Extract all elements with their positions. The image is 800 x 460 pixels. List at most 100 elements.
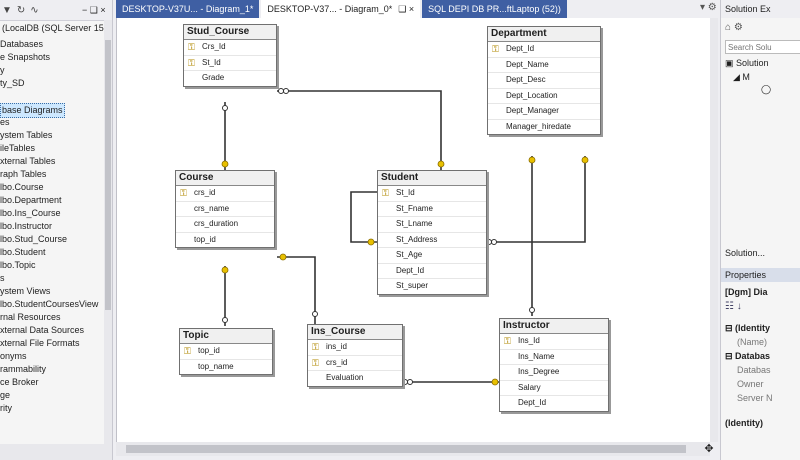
refresh-icon[interactable]: ↻ [16, 4, 26, 16]
collapse-icon[interactable]: ⊟ [725, 323, 736, 333]
column-row[interactable]: ⚿ins_id [308, 340, 402, 356]
column-row[interactable]: crs_duration [176, 217, 274, 233]
tree-item[interactable]: ge [0, 389, 104, 402]
column-row[interactable]: Dept_Manager [488, 104, 600, 120]
column-row[interactable]: crs_name [176, 202, 274, 217]
tab-menu-controls[interactable]: ▾ ⚙ [700, 2, 717, 13]
column-row[interactable]: top_name [180, 360, 272, 375]
column-row[interactable]: St_Lname [378, 217, 486, 233]
table-title[interactable]: Student [378, 171, 486, 186]
panel-window-controls[interactable]: − ❑ × [82, 0, 112, 20]
column-row[interactable]: St_Fname [378, 202, 486, 217]
panel-controls-label[interactable]: − ❑ × [82, 4, 106, 15]
canvas-vertical-scrollbar[interactable] [710, 18, 718, 442]
column-row[interactable]: Salary [500, 381, 608, 396]
tree-item[interactable]: rammability [0, 363, 104, 376]
property-group-database[interactable]: ⊟ Databas [725, 351, 770, 362]
tree-item[interactable]: xternal Tables [0, 155, 104, 168]
tab-sql-query[interactable]: SQL DEPI DB PR...ftLaptop (52)) [422, 0, 567, 18]
filter-icon[interactable]: ▼ [2, 4, 12, 16]
pan-navigator-icon[interactable]: ✥ [704, 443, 714, 455]
activity-icon[interactable]: ∿ [30, 4, 39, 16]
horizontal-scrollbar[interactable] [0, 444, 112, 460]
column-row[interactable]: ⚿Dept_Id [488, 42, 600, 58]
column-row[interactable]: top_id [176, 233, 274, 248]
home-icon[interactable]: ⌂ [725, 22, 732, 33]
tab-controls[interactable]: ❑ × [398, 4, 415, 14]
project-node[interactable]: ◢ M [733, 72, 750, 83]
column-row[interactable]: Evaluation [308, 371, 402, 386]
tree-item[interactable]: xternal File Formats [0, 337, 104, 350]
column-row[interactable]: Manager_hiredate [488, 120, 600, 135]
column-row[interactable]: St_super [378, 279, 486, 294]
properties-object[interactable]: [Dgm] Dia [725, 287, 768, 297]
table-title[interactable]: Department [488, 27, 600, 42]
column-row[interactable]: Dept_Id [500, 396, 608, 411]
column-row[interactable]: Ins_Degree [500, 365, 608, 381]
column-row[interactable]: Dept_Desc [488, 73, 600, 89]
column-row[interactable]: St_Age [378, 248, 486, 264]
column-row[interactable]: ⚿top_id [180, 344, 272, 360]
tree-item[interactable]: lbo.Stud_Course [0, 233, 104, 246]
tree-item[interactable]: rnal Resources [0, 311, 104, 324]
tab-diagram-1[interactable]: DESKTOP-V37U... - Diagram_1* [116, 0, 260, 18]
tree-item[interactable]: lbo.StudentCoursesView [0, 298, 104, 311]
tree-item[interactable]: Databases [0, 38, 104, 51]
tree-item[interactable]: ty_SD [0, 77, 104, 90]
property-group-identity[interactable]: ⊟ (Identity [725, 323, 770, 334]
collapse-icon[interactable]: ⊟ [725, 351, 736, 361]
server-node[interactable]: (LocalDB (SQL Server 15.0 [2, 23, 112, 33]
tree-item[interactable]: ileTables [0, 142, 104, 155]
tree-item[interactable]: e Snapshots [0, 51, 104, 64]
tree-item[interactable]: lbo.Ins_Course [0, 207, 104, 220]
tree-item[interactable]: lbo.Instructor [0, 220, 104, 233]
tree-item[interactable]: es [0, 116, 104, 129]
column-row[interactable]: Dept_Name [488, 58, 600, 73]
tree-item[interactable]: raph Tables [0, 168, 104, 181]
tree-item[interactable]: onyms [0, 350, 104, 363]
tree-item[interactable]: ce Broker [0, 376, 104, 389]
tree-item[interactable]: lbo.Department [0, 194, 104, 207]
column-row[interactable]: ⚿Crs_Id [184, 40, 276, 56]
tree-item[interactable]: base Diagrams [0, 103, 104, 118]
tab-diagram-0[interactable]: DESKTOP-V37... - Diagram_0*❑ × [261, 0, 421, 18]
solution-node[interactable]: ▣ Solution [725, 58, 769, 69]
tree-item[interactable]: s [0, 272, 104, 285]
search-solution-input[interactable] [725, 40, 800, 54]
canvas-horizontal-scrollbar[interactable] [116, 442, 710, 456]
tree-item[interactable]: lbo.Topic [0, 259, 104, 272]
column-row[interactable]: Grade [184, 71, 276, 86]
scrollbar-thumb[interactable] [126, 445, 686, 453]
tree-item[interactable]: y [0, 64, 104, 77]
tree-item[interactable]: ystem Tables [0, 129, 104, 142]
tree-item[interactable] [0, 90, 104, 103]
tree-item[interactable]: rity [0, 402, 104, 415]
tree-item[interactable]: xternal Data Sources [0, 324, 104, 337]
column-row[interactable]: Dept_Location [488, 89, 600, 104]
sort-icon[interactable]: ↓ [736, 301, 742, 312]
solution-explorer-tab[interactable]: Solution... [725, 248, 766, 258]
tree-item[interactable]: lbo.Course [0, 181, 104, 194]
sync-icon[interactable]: ⚙ [733, 22, 743, 33]
column-row[interactable]: ⚿crs_id [176, 186, 274, 202]
table-title[interactable]: Instructor [500, 319, 608, 334]
column-row[interactable]: Ins_Name [500, 350, 608, 365]
table-title[interactable]: Stud_Course [184, 25, 276, 40]
scrollbar-thumb[interactable] [105, 40, 111, 310]
column-row[interactable]: ⚿St_Id [378, 186, 486, 202]
table-title[interactable]: Course [176, 171, 274, 186]
tree-item[interactable]: lbo.Student [0, 246, 104, 259]
vertical-scrollbar[interactable] [104, 20, 112, 444]
tree-item[interactable]: ystem Views [0, 285, 104, 298]
table-title[interactable]: Topic [180, 329, 272, 344]
categorized-icon[interactable]: ☷ [725, 301, 734, 312]
column-row[interactable]: ⚿Ins_Id [500, 334, 608, 350]
